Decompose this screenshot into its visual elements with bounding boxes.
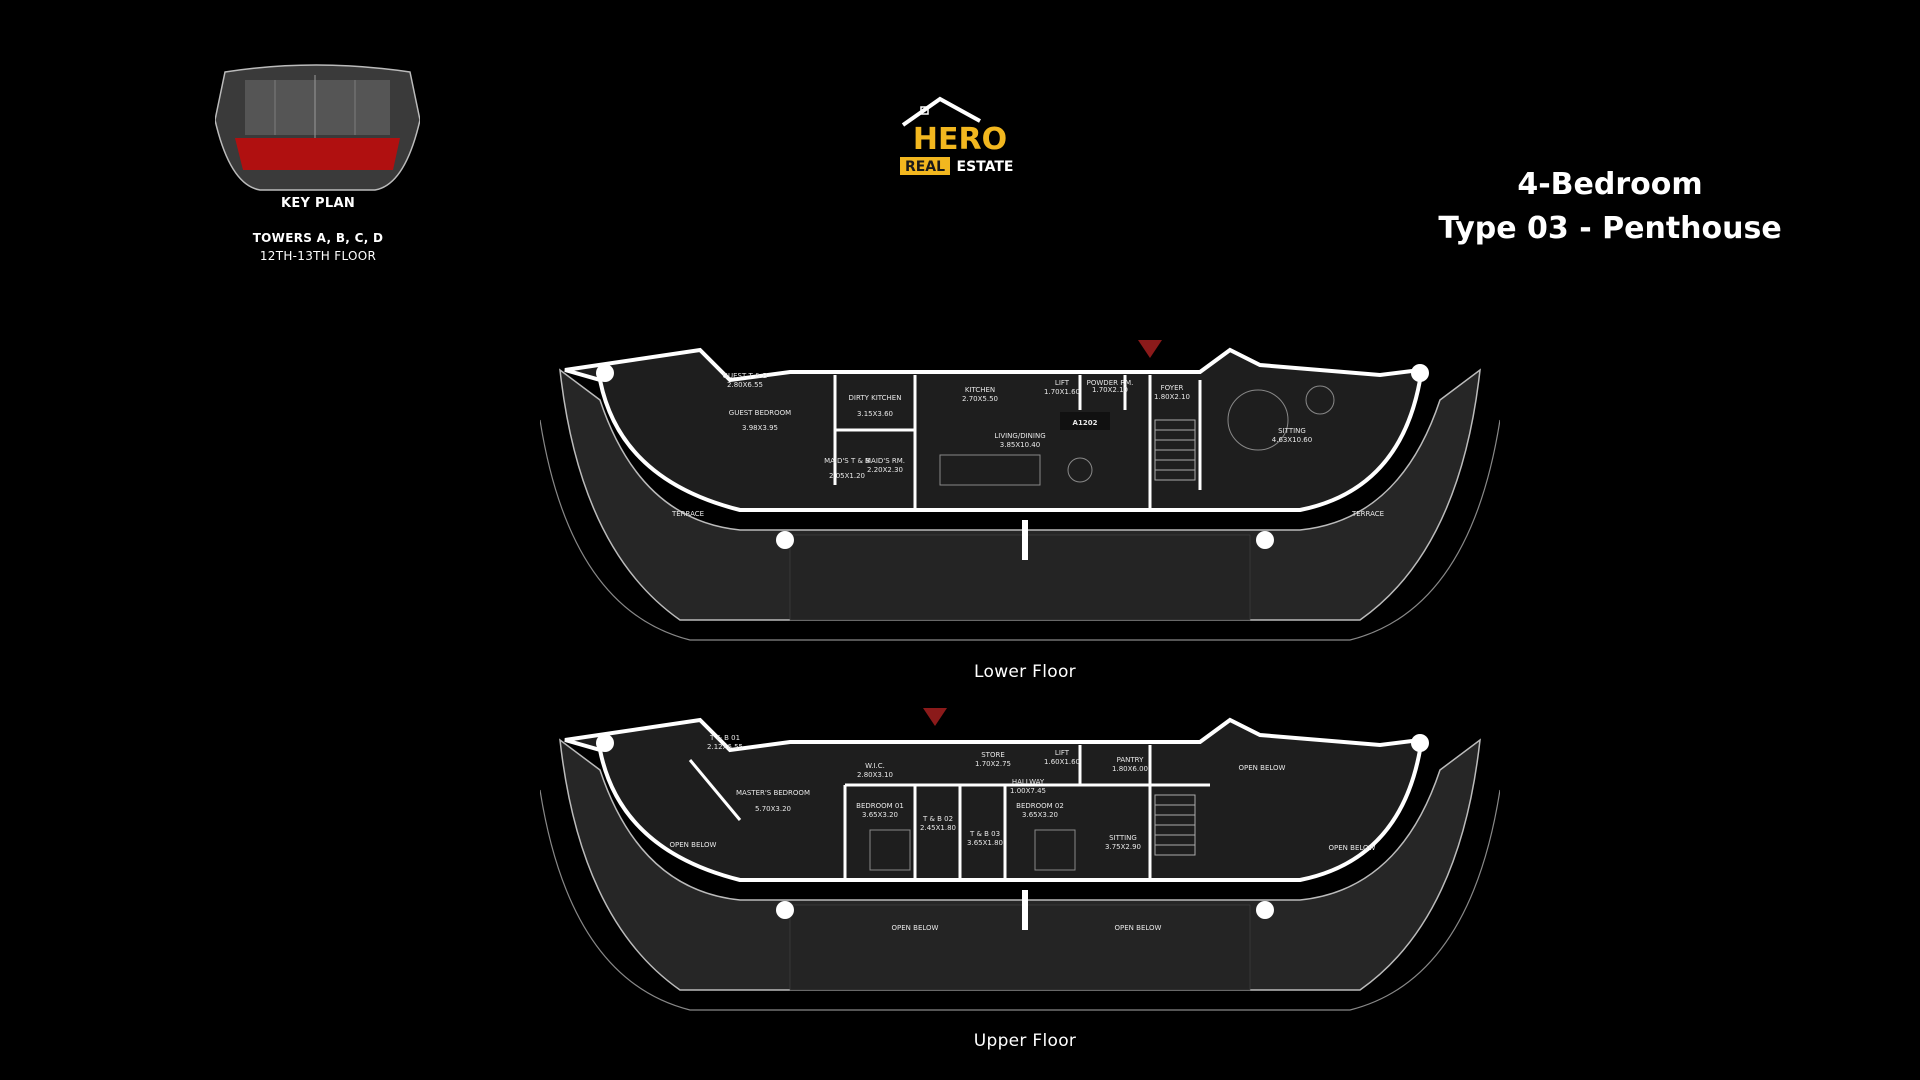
key-plan-towers: TOWERS A, B, C, D (252, 231, 384, 245)
room-dirty-kitchen: DIRTY KITCHEN (849, 394, 902, 402)
room-lift-size: 1.70X1.60 (1044, 388, 1080, 396)
room-guest-bedroom: GUEST BEDROOM (729, 409, 791, 417)
entry-marker-icon (923, 708, 947, 726)
room-hallway: HALLWAY (1012, 778, 1045, 786)
unit-title-type: Type 03 - Penthouse (1438, 211, 1782, 246)
room-lift: LIFT (1055, 379, 1070, 387)
key-plan-diagram (215, 64, 420, 191)
room-tb02: T & B 02 (922, 815, 953, 823)
entry-marker-icon (1138, 340, 1162, 358)
open-below-label: OPEN BELOW (1115, 924, 1162, 932)
key-plan-floors: 12TH-13TH FLOOR (259, 249, 377, 263)
open-below-label: OPEN BELOW (1239, 764, 1286, 772)
key-plan-highlight (235, 138, 400, 170)
room-store-size: 1.70X2.75 (975, 760, 1011, 768)
logo-estate-text: ESTATE (957, 159, 1014, 175)
house-window-icon (920, 106, 929, 115)
room-sitting-upper-size: 3.75X2.90 (1105, 843, 1141, 851)
upper-floor-plan: T & B 01 2.12X6.55 MASTER'S BEDROOM 5.70… (540, 708, 1500, 1011)
room-maids-rm: MAID'S RM. (865, 457, 905, 465)
key-plan-title: KEY PLAN (280, 196, 356, 211)
room-tb03-size: 3.65X1.80 (967, 839, 1003, 847)
lower-floor-caption: Lower Floor (974, 662, 1076, 682)
room-bedroom02: BEDROOM 02 (1016, 802, 1064, 810)
room-foyer-size: 1.80X2.10 (1154, 393, 1190, 401)
room-lift-upper-size: 1.60X1.60 (1044, 758, 1080, 766)
room-terrace-left: TERRACE (671, 510, 704, 518)
room-wic-size: 2.80X3.10 (857, 771, 893, 779)
column-marker (776, 901, 794, 919)
room-kitchen-size: 2.70X5.50 (962, 395, 998, 403)
column-marker (1411, 734, 1429, 752)
room-sitting-size: 4.63X10.60 (1272, 436, 1312, 444)
room-pantry-size: 1.80X6.00 (1112, 765, 1148, 773)
open-below-label: OPEN BELOW (1329, 844, 1376, 852)
room-bedroom01-size: 3.65X3.20 (862, 811, 898, 819)
room-tb02-size: 2.45X1.80 (920, 824, 956, 832)
room-tb01-size: 2.12X6.55 (707, 743, 743, 751)
room-sitting-upper: SITTING (1109, 834, 1137, 842)
column-marker (1256, 901, 1274, 919)
unit-id-label: A1202 (1073, 419, 1098, 427)
room-maids-rm-size: 2.20X2.30 (867, 466, 903, 474)
logo-hero-text: HERO (913, 122, 1007, 157)
room-guest-bedroom-size: 3.98X3.95 (742, 424, 778, 432)
room-dirty-kitchen-size: 3.15X3.60 (857, 410, 893, 418)
room-maids-tb: MAID'S T & B (824, 457, 870, 465)
room-kitchen: KITCHEN (965, 386, 995, 394)
lower-floor-plan: A1202 GUEST T & B 2.80X6.55 GUEST BEDROO… (540, 340, 1500, 641)
room-bedroom02-size: 3.65X3.20 (1022, 811, 1058, 819)
room-tb03: T & B 03 (969, 830, 1000, 838)
column-marker (596, 734, 614, 752)
column-marker (776, 531, 794, 549)
room-master-bedroom: MASTER'S BEDROOM (736, 789, 810, 797)
room-powder-size: 1.70X2.10 (1092, 386, 1128, 394)
room-maids-tb-size: 2.05X1.20 (829, 472, 865, 480)
room-guest-tb-size: 2.80X6.55 (727, 381, 763, 389)
upper-floor-caption: Upper Floor (973, 1031, 1077, 1051)
room-hallway-size: 1.00X7.45 (1010, 787, 1046, 795)
column-marker (1256, 531, 1274, 549)
room-pantry: PANTRY (1117, 756, 1144, 764)
column-marker (596, 364, 614, 382)
room-tb01: T & B 01 (709, 734, 740, 742)
room-guest-tb: GUEST T & B (723, 372, 768, 380)
hero-real-estate-logo: HERO REAL ESTATE (900, 96, 1014, 175)
room-wic: W.I.C. (865, 762, 885, 770)
room-powder: POWDER RM. (1087, 379, 1134, 387)
room-terrace-right: TERRACE (1351, 510, 1384, 518)
room-living-dining: LIVING/DINING (994, 432, 1045, 440)
room-bedroom01: BEDROOM 01 (856, 802, 904, 810)
room-foyer: FOYER (1161, 384, 1184, 392)
unit-title: 4-Bedroom Type 03 - Penthouse (1400, 163, 1820, 251)
room-sitting: SITTING (1278, 427, 1306, 435)
open-below-label: OPEN BELOW (670, 841, 717, 849)
column-marker (1411, 364, 1429, 382)
room-store: STORE (981, 751, 1005, 759)
open-below-label: OPEN BELOW (892, 924, 939, 932)
room-lift-upper: LIFT (1055, 749, 1070, 757)
unit-title-bedrooms: 4-Bedroom (1517, 167, 1703, 202)
logo-real-text: REAL (905, 159, 945, 175)
room-master-bedroom-size: 5.70X3.20 (755, 805, 791, 813)
room-living-dining-size: 3.85X10.40 (1000, 441, 1040, 449)
